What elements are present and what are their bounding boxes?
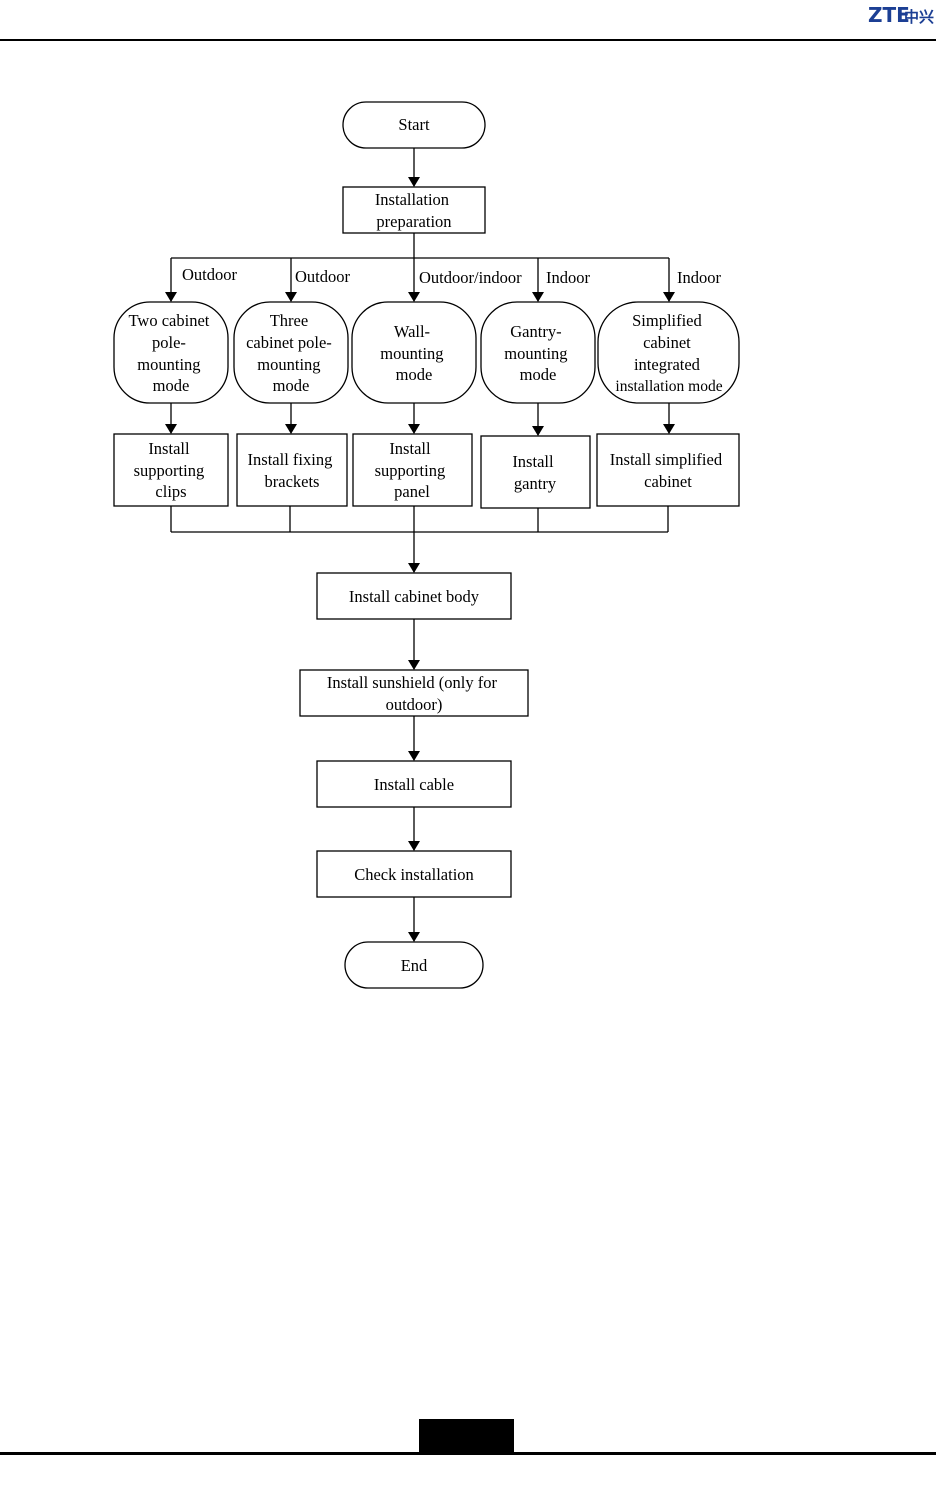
- install-step-label-1: Install supporting clips: [134, 439, 209, 501]
- zte-logo: ZTE 中兴: [868, 3, 934, 26]
- installation-preparation-box: [342, 186, 486, 234]
- mode-label-4: Gantry- mounting mode: [504, 322, 571, 384]
- mode-1-line-4: mode: [153, 376, 190, 395]
- check-installation-box: [316, 850, 512, 898]
- mode-1-line-3: mounting: [137, 355, 200, 374]
- end-terminal: [344, 941, 484, 989]
- install-step-1-line-2: supporting: [134, 461, 205, 480]
- install-sunshield-label: Install sunshield (only for outdoor): [327, 673, 501, 714]
- install-cable-box: [316, 760, 512, 808]
- install-cabinet-body-label: Install cabinet body: [349, 587, 480, 606]
- mode-label-5: Simplified cabinet integrated installati…: [615, 311, 722, 395]
- install-step-2-line-2: brackets: [265, 472, 320, 491]
- mode-4-line-2: mounting: [504, 344, 567, 363]
- install-step-3-line-1: Install: [389, 439, 431, 458]
- install-cabinet-body-box: [316, 572, 512, 620]
- installation-flowchart: Start Installation preparation Outdoor O…: [113, 101, 740, 989]
- install-step-1-line-1: Install: [148, 439, 190, 458]
- mode-label-2: Three cabinet pole- mounting mode: [246, 311, 336, 395]
- check-installation-label: Check installation: [354, 865, 474, 884]
- install-step-box-1: [113, 433, 229, 507]
- branch-label-5: Indoor: [677, 268, 721, 287]
- logo-cjk-text: 中兴: [904, 8, 934, 26]
- mode-5-line-4: installation mode: [615, 378, 722, 395]
- install-sunshield-line-1: Install sunshield (only for: [327, 673, 498, 692]
- install-step-label-3: Install supporting panel: [375, 439, 450, 501]
- mode-5-line-2: cabinet: [643, 333, 691, 352]
- mode-3-line-1: Wall-: [394, 322, 430, 341]
- mode-label-3: Wall- mounting mode: [380, 322, 447, 384]
- install-step-label-4: Install gantry: [512, 452, 557, 493]
- start-label: Start: [398, 115, 430, 134]
- install-step-4-line-2: gantry: [514, 474, 557, 493]
- branch-label-4: Indoor: [546, 268, 590, 287]
- mode-5-line-1: Simplified: [632, 311, 702, 330]
- page-number-tab: [419, 1419, 514, 1454]
- footer-rule: [0, 1452, 936, 1455]
- mode-3-line-2: mounting: [380, 344, 443, 363]
- end-label: End: [401, 956, 428, 975]
- install-step-box-2: [236, 433, 348, 507]
- install-sunshield-box: [299, 669, 529, 717]
- header-rule: [0, 39, 936, 41]
- install-step-box-5: [596, 433, 740, 507]
- install-step-3-line-2: supporting: [375, 461, 446, 480]
- install-step-4-line-1: Install: [512, 452, 554, 471]
- install-step-3-line-3: panel: [394, 482, 430, 501]
- installation-preparation-label: Installation preparation: [375, 190, 453, 231]
- install-step-5-line-1: Install simplified: [610, 450, 723, 469]
- install-step-5-line-2: cabinet: [644, 472, 692, 491]
- install-step-label-5: Install simplified cabinet: [610, 450, 726, 491]
- mode-4-line-3: mode: [520, 365, 557, 384]
- mode-2-line-4: mode: [273, 376, 310, 395]
- mode-4-line-1: Gantry-: [510, 322, 561, 341]
- mode-label-1: Two cabinet pole- mounting mode: [129, 311, 214, 395]
- install-step-1-line-3: clips: [155, 482, 186, 501]
- installation-preparation-line-2: preparation: [376, 212, 451, 231]
- branch-label-1: Outdoor: [182, 265, 238, 284]
- install-step-2-line-1: Install fixing: [248, 450, 333, 469]
- mode-2-line-2: cabinet pole-: [246, 333, 332, 352]
- install-step-box-4: [480, 435, 591, 509]
- install-cable-label: Install cable: [374, 775, 454, 794]
- branch-label-3: Outdoor/indoor: [419, 268, 522, 287]
- logo-latin-text: ZTE: [868, 3, 910, 26]
- install-sunshield-line-2: outdoor): [386, 695, 443, 714]
- install-step-box-3: [352, 433, 473, 507]
- mode-5-line-3: integrated: [634, 355, 701, 374]
- mode-1-line-2: pole-: [152, 333, 186, 352]
- mode-2-line-3: mounting: [257, 355, 320, 374]
- mode-3-line-3: mode: [396, 365, 433, 384]
- mode-1-line-1: Two cabinet: [129, 311, 210, 330]
- installation-preparation-line-1: Installation: [375, 190, 449, 209]
- branch-label-2: Outdoor: [295, 267, 351, 286]
- install-step-label-2: Install fixing brackets: [248, 450, 337, 491]
- mode-2-line-1: Three: [270, 311, 308, 330]
